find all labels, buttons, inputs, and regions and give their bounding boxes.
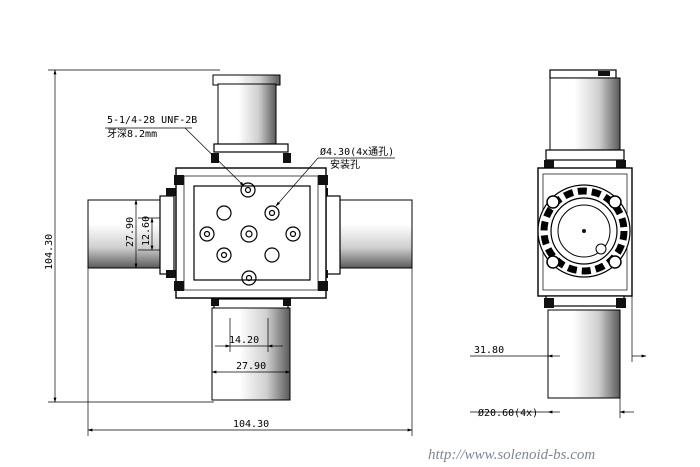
diameter-dim: Ø20.60(4x) <box>478 407 538 419</box>
top-connector-body <box>217 83 277 147</box>
bottom-flange-tab-right <box>283 296 291 306</box>
hole-spec-label: Ø4.30(4x通孔) <box>320 146 394 158</box>
screw-hole <box>216 205 232 221</box>
screw-hole-center <box>245 274 253 282</box>
screw-hole <box>216 247 232 263</box>
screw-hole <box>264 205 280 221</box>
small-port <box>595 243 607 255</box>
screw-hole <box>264 247 280 263</box>
side-bottom-flange <box>545 295 625 307</box>
bottom-connector-body <box>211 307 291 401</box>
side-top-tab-right <box>616 160 626 168</box>
right-connector-body <box>339 199 413 269</box>
side-bottom-tab-right <box>616 298 626 308</box>
overall-height-dim: 104.30 <box>44 234 55 270</box>
top-flange-tab-left <box>211 153 219 163</box>
screw-hole <box>240 182 256 198</box>
side-top-marker <box>598 71 610 76</box>
left-connector-body <box>87 199 161 269</box>
side-view: 31.80 Ø20.60(4x) <box>470 69 647 419</box>
watermark-url: http://www.solenoid-bs.com <box>428 447 595 463</box>
screw-hole <box>199 226 215 242</box>
ring-bolt <box>546 195 560 209</box>
right-connector-flange <box>325 195 341 275</box>
slotted-ring <box>540 187 628 275</box>
side-top-body <box>549 77 621 151</box>
side-top-flange <box>545 149 625 161</box>
corner-tab-tr <box>318 175 328 185</box>
side-inner-dim: 12.60 <box>141 216 152 246</box>
screw-hole-center <box>220 251 228 259</box>
side-width-dim: 27.90 <box>125 217 136 247</box>
left-flange-tab-bottom <box>166 270 176 278</box>
side-top-tab-left <box>544 160 554 168</box>
side-bottom-tab-left <box>544 298 554 308</box>
center-point <box>582 229 586 233</box>
left-flange-tab-top <box>166 188 176 196</box>
hole-purpose-label: 安装孔 <box>330 158 360 171</box>
side-bottom-body <box>547 309 621 399</box>
corner-tab-bl <box>174 281 184 291</box>
top-connector-flange <box>213 143 289 153</box>
corner-tab-br <box>318 281 328 291</box>
ring-bolt <box>546 255 560 269</box>
screw-hole-center <box>268 209 276 217</box>
thread-spec-label: 5-1/4-28 UNF-2B <box>107 115 197 126</box>
screw-hole <box>241 270 257 286</box>
main-block-inner-edge <box>183 175 319 291</box>
screw-hole-center <box>289 230 297 238</box>
center-hole <box>240 225 258 243</box>
left-connector-flange <box>159 195 175 275</box>
screw-hole-center <box>203 230 211 238</box>
bottom-flange-tab-left <box>211 296 219 306</box>
corner-tab-tl <box>174 175 184 185</box>
screw-holes <box>199 182 301 286</box>
screw-hole <box>285 226 301 242</box>
bottom-inner-dim: 14.20 <box>229 335 259 346</box>
bottom-width-dim: 27.90 <box>236 361 266 372</box>
overall-width-dim: 104.30 <box>233 419 269 430</box>
top-flange-tab-right <box>283 153 291 163</box>
front-view: 5-1/4-28 UNF-2B 牙深8.2mm Ø4.30(4x通孔) 安装孔 … <box>44 69 413 436</box>
ring-bolt <box>608 255 622 269</box>
right-offset-dim: 31.80 <box>474 345 504 356</box>
center-hole-core <box>245 230 253 238</box>
thread-depth-label: 牙深8.2mm <box>107 128 157 140</box>
ring-bolt <box>608 195 622 209</box>
screw-hole-center <box>244 186 252 194</box>
